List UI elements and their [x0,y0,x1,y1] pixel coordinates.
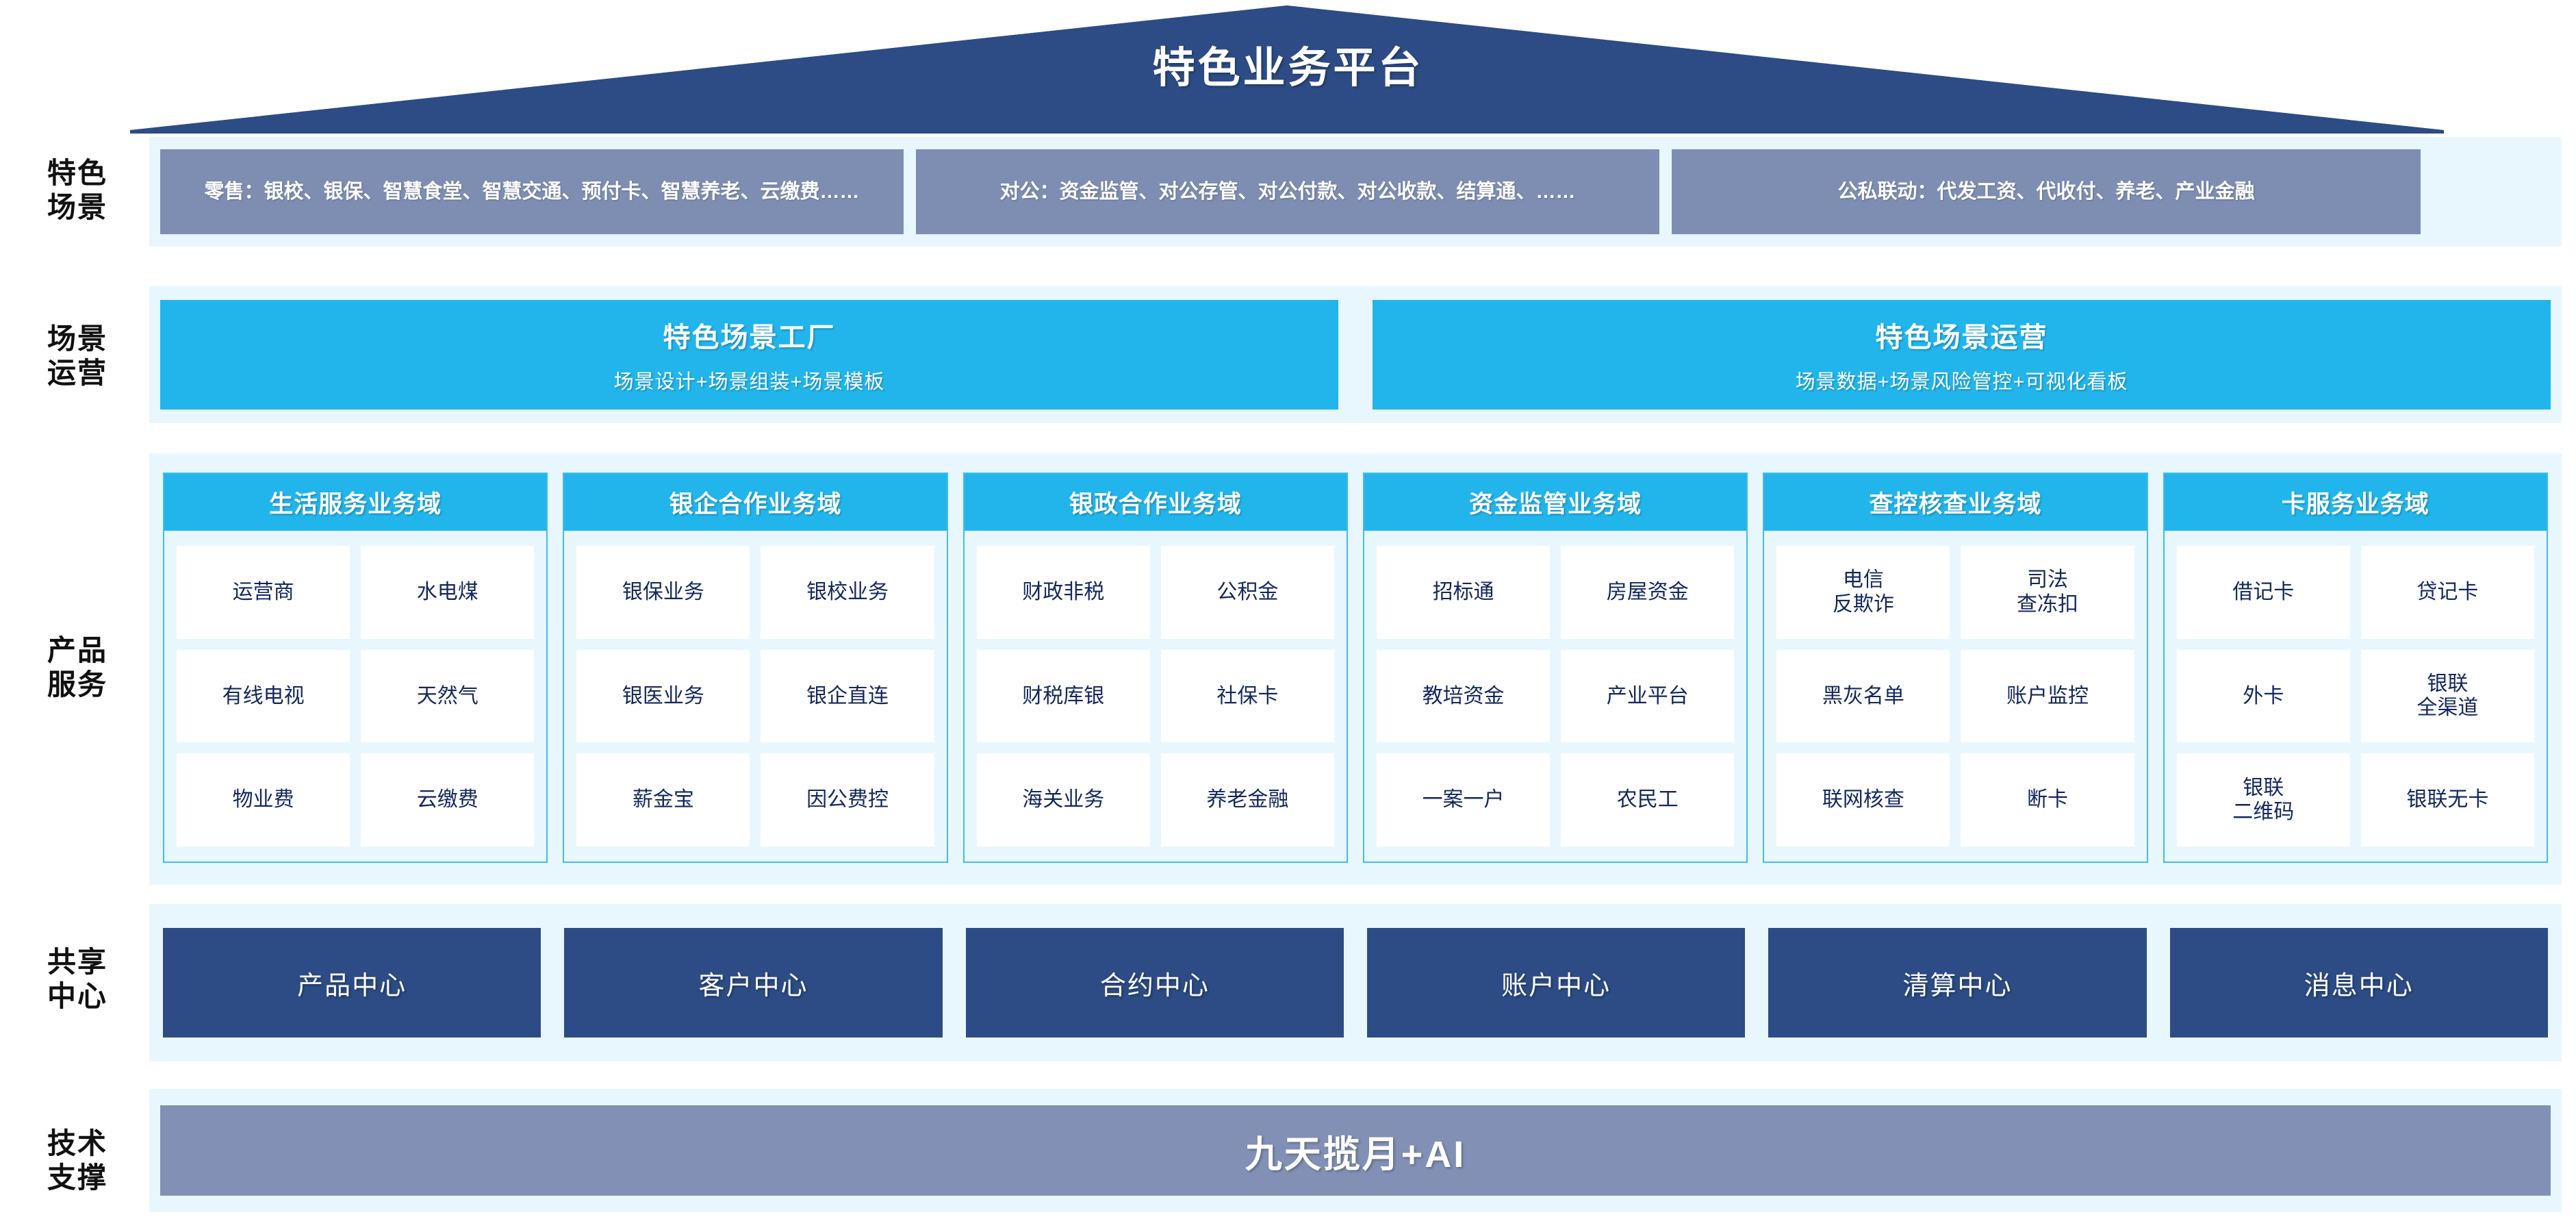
product-cell[interactable]: 账户监控 [1961,649,2134,743]
product-cell[interactable]: 黑灰名单 [1776,649,1950,743]
product-cell[interactable]: 天然气 [361,649,535,743]
product-cell[interactable]: 财税库银 [976,649,1150,743]
shared-center-message[interactable]: 消息中心 [2169,928,2548,1038]
product-cell[interactable]: 社保卡 [1160,649,1334,743]
product-cell[interactable]: 贷记卡 [2360,546,2534,639]
product-cell[interactable]: 电信 反欺诈 [1776,546,1950,639]
product-cell[interactable]: 银校业务 [761,546,934,639]
product-cell[interactable]: 运营商 [177,546,350,639]
product-column-investigation-control: 查控核查业务域 电信 反欺诈 司法 查冻扣 黑灰名单 账户监控 联网核查 断卡 [1763,473,2148,863]
product-cell[interactable]: 公积金 [1160,546,1334,639]
product-column-bank-government: 银政合作业务域 财政非税 公积金 财税库银 社保卡 海关业务 养老金融 [962,473,1348,863]
product-cell[interactable]: 断卡 [1961,753,2134,846]
ops-title: 特色场景运营 [1875,323,2048,353]
scene-operation-row: 特色场景工厂 场景设计+场景组装+场景模板 特色场景运营 场景数据+场景风险管控… [149,286,2562,423]
product-column-title: 查控核查业务域 [1764,474,2147,531]
shared-center-product[interactable]: 产品中心 [163,928,541,1038]
product-cell-grid: 借记卡 贷记卡 外卡 银联 全渠道 银联 二维码 银联无卡 [2165,531,2547,862]
platform-roof-banner: 特色业务平台 [0,0,2576,134]
row-label-operation: 场景 运营 [47,323,107,389]
technical-support-row: 九天揽月+AI [149,1089,2562,1212]
product-cell[interactable]: 一案一户 [1376,753,1551,846]
product-cell[interactable]: 云缴费 [361,753,535,846]
product-column-title: 资金监管业务域 [1364,474,1747,531]
product-cell[interactable]: 银保业务 [576,546,750,639]
product-cell[interactable]: 银医业务 [576,649,750,743]
ops-subtitle: 场景数据+场景风险管控+可视化看板 [1795,371,2128,393]
product-cell-grid: 招标通 房屋资金 教培资金 产业平台 一案一户 农民工 [1364,531,1746,862]
product-cell-grid: 电信 反欺诈 司法 查冻扣 黑灰名单 账户监控 联网核查 断卡 [1764,531,2146,862]
product-cell[interactable]: 银联无卡 [2360,753,2534,846]
product-cell-grid: 财政非税 公积金 财税库银 社保卡 海关业务 养老金融 [965,531,1347,862]
product-column-title: 银政合作业务域 [964,474,1347,531]
row-label-product: 产品 服务 [47,634,107,701]
product-cell[interactable]: 农民工 [1561,753,1735,846]
ops-box-scene-operation[interactable]: 特色场景运营 场景数据+场景风险管控+可视化看板 [1373,300,2551,410]
product-column-title: 银企合作业务域 [564,474,947,531]
product-column-life-service: 生活服务业务域 运营商 水电煤 有线电视 天然气 物业费 云缴费 [163,473,548,863]
product-cell[interactable]: 借记卡 [2176,546,2350,639]
ops-title: 特色场景工厂 [663,323,836,353]
shared-center-row: 产品中心 客户中心 合约中心 账户中心 清算中心 消息中心 [149,904,2562,1061]
scene-box-corporate[interactable]: 对公：资金监管、对公存管、对公付款、对公收款、结算通、…… [916,149,1659,234]
product-column-title: 生活服务业务域 [164,474,547,531]
product-cell[interactable]: 联网核查 [1776,753,1950,846]
row-label-scene: 特色 场景 [47,157,107,223]
shared-center-customer[interactable]: 客户中心 [564,928,943,1038]
product-cell[interactable]: 外卡 [2176,649,2350,743]
shared-center-settlement[interactable]: 清算中心 [1768,928,2147,1038]
product-cell-grid: 银保业务 银校业务 银医业务 银企直连 薪金宝 因公费控 [564,531,946,862]
product-cell[interactable]: 司法 查冻扣 [1961,546,2134,639]
product-cell-grid: 运营商 水电煤 有线电视 天然气 物业费 云缴费 [164,531,546,862]
scene-box-public-private[interactable]: 公私联动：代发工资、代收付、养老、产业金融 [1672,149,2421,234]
product-service-row: 生活服务业务域 运营商 水电煤 有线电视 天然气 物业费 云缴费 银企合作业务域… [149,453,2562,885]
product-cell[interactable]: 银企直连 [761,649,934,743]
ops-box-scene-factory[interactable]: 特色场景工厂 场景设计+场景组装+场景模板 [160,300,1338,410]
product-cell[interactable]: 物业费 [177,753,350,846]
shared-center-contract[interactable]: 合约中心 [965,928,1344,1038]
tech-support-banner[interactable]: 九天揽月+AI [160,1105,2551,1196]
product-cell[interactable]: 养老金融 [1160,753,1334,846]
product-cell[interactable]: 薪金宝 [576,753,750,846]
page-title: 特色业务平台 [1152,45,1424,92]
product-column-fund-supervision: 资金监管业务域 招标通 房屋资金 教培资金 产业平台 一案一户 农民工 [1362,473,1748,863]
product-cell[interactable]: 银联 二维码 [2176,753,2350,846]
row-label-shared: 共享 中心 [47,946,107,1012]
product-cell[interactable]: 银联 全渠道 [2360,649,2534,743]
product-column-bank-enterprise: 银企合作业务域 银保业务 银校业务 银医业务 银企直连 薪金宝 因公费控 [563,473,948,863]
product-cell[interactable]: 因公费控 [761,753,934,846]
roof-shape-icon [130,5,2444,134]
ops-subtitle: 场景设计+场景组装+场景模板 [613,371,885,393]
product-cell[interactable]: 海关业务 [976,753,1150,846]
product-cell[interactable]: 水电煤 [361,546,535,639]
product-column-title: 卡服务业务域 [2164,474,2547,531]
product-cell[interactable]: 有线电视 [177,649,350,743]
product-column-card-service: 卡服务业务域 借记卡 贷记卡 外卡 银联 全渠道 银联 二维码 银联无卡 [2163,473,2548,863]
scene-row: 零售：银校、银保、智慧食堂、智慧交通、预付卡、智慧养老、云缴费…… 对公：资金监… [149,137,2562,247]
product-cell[interactable]: 产业平台 [1561,649,1735,743]
product-cell[interactable]: 招标通 [1376,546,1551,639]
shared-center-account[interactable]: 账户中心 [1366,928,1746,1038]
scene-box-retail[interactable]: 零售：银校、银保、智慧食堂、智慧交通、预付卡、智慧养老、云缴费…… [160,149,904,234]
product-cell[interactable]: 教培资金 [1376,649,1551,743]
product-cell[interactable]: 房屋资金 [1561,546,1735,639]
row-label-tech: 技术 支撑 [47,1127,107,1194]
product-cell[interactable]: 财政非税 [976,546,1150,639]
